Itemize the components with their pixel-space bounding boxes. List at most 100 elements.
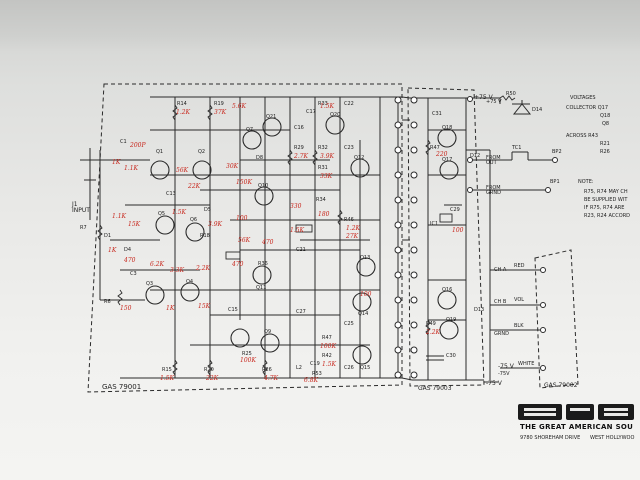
label-r36: R36	[258, 261, 268, 267]
annotation: 56K	[176, 167, 189, 174]
wire-red-label: RED	[514, 263, 525, 269]
annotation: 5.6K	[232, 103, 247, 110]
label-q9: Q9	[264, 329, 272, 335]
annotation: 4.7K	[264, 375, 279, 382]
label-q10: Q10	[258, 183, 269, 189]
bp2-label: BP2	[552, 149, 562, 155]
label-r47: R47	[322, 335, 332, 341]
note-line-2: BE SUPPLIED WIT	[584, 197, 628, 203]
label-q21: Q21	[266, 114, 277, 120]
transistor-q6	[185, 222, 205, 242]
label-r42: R42	[322, 353, 332, 359]
rail-label-reg-minus: -75 V	[498, 363, 514, 370]
ch-a-label: CH A	[494, 267, 507, 273]
label-q17: Q17	[442, 157, 453, 163]
annotation: 330	[290, 203, 302, 210]
annotation: 100K	[320, 343, 336, 350]
label-c3: C3	[130, 271, 137, 277]
label-q2: Q2	[198, 149, 206, 155]
grnd-label: GRND	[494, 331, 509, 337]
annotation: 33K	[320, 173, 333, 180]
annotation: 1K	[112, 159, 121, 166]
label-c31: C31	[432, 111, 442, 117]
transistor-q21	[262, 117, 282, 137]
annotation: 150K	[236, 179, 252, 186]
transistor-q16	[437, 290, 457, 310]
label-c26: C26	[344, 365, 354, 371]
annotation: 470	[262, 239, 274, 246]
paper-background-edge	[0, 0, 640, 52]
annotation: 1K	[166, 305, 175, 312]
annotation: 6.2K	[150, 261, 165, 268]
label-q5: Q5	[158, 211, 166, 217]
label-r14: R14	[177, 101, 187, 107]
wire-vol-label: VOL	[514, 297, 525, 303]
board-label-main: GAS 79001	[102, 383, 142, 391]
label-r18: R18	[200, 233, 210, 239]
annotation: 2.2K	[426, 329, 441, 336]
annotation: 1.5K	[160, 375, 175, 382]
voltages-q8: Q8	[602, 121, 610, 127]
transistor-q14	[352, 292, 372, 312]
label-c1: C1	[120, 139, 127, 145]
transistor-q17	[439, 160, 459, 180]
label-r50: R50	[506, 91, 516, 97]
rail-label-reg-plus: +75 V	[486, 99, 502, 105]
label-r6: R6	[104, 299, 111, 305]
transistor-q11	[252, 265, 272, 285]
label-d12: D12	[470, 153, 481, 159]
transistor-q8	[230, 328, 250, 348]
transistor-q9	[260, 333, 280, 353]
annotation: 1.5K	[322, 361, 337, 368]
label-r15: R15	[162, 367, 172, 373]
label-c23: C23	[344, 145, 354, 151]
annotation: 1.5K	[290, 227, 305, 234]
annotation: 1.1K	[124, 165, 139, 172]
annotation: 100	[360, 291, 372, 298]
annotation: 6.8K	[304, 377, 319, 384]
annotation: 470	[124, 257, 136, 264]
brand-city: WEST HOLLYWOO	[590, 435, 635, 441]
transistor-q15	[352, 345, 372, 365]
label-r49: R49	[426, 321, 436, 327]
note-line-3: IF R75, R74 ARE	[584, 205, 625, 211]
label-q12: Q12	[354, 155, 365, 161]
note-title: NOTE:	[578, 179, 594, 185]
annotation: 3.9K	[208, 221, 223, 228]
from-gnd-label: FROM GRND	[486, 185, 501, 196]
transistor-q10	[254, 186, 274, 206]
label-r20: R20	[204, 367, 214, 373]
label-c16: C16	[294, 125, 304, 131]
annotation: 1.2K	[176, 109, 191, 116]
label-q20: Q20	[330, 112, 341, 118]
label-r33: R33	[318, 101, 328, 107]
tc1-label: TC1	[512, 145, 522, 151]
label-c22: C22	[344, 101, 354, 107]
annotation: 56K	[238, 237, 251, 244]
label-q3: Q3	[146, 281, 154, 287]
transistor-q20	[325, 115, 345, 135]
from-out-label: FROM OUT	[486, 155, 501, 166]
label-c15: C15	[228, 307, 238, 313]
label-q6: Q6	[190, 217, 198, 223]
transistor-q19	[439, 320, 459, 340]
transistor-q7	[242, 130, 262, 150]
annotation: 3.3K	[170, 267, 185, 274]
transistor-q3	[145, 285, 165, 305]
annotation: 100	[236, 215, 248, 222]
rail-label-plus: +75 V	[474, 94, 493, 101]
label-c29: C29	[450, 207, 460, 213]
label-c13: C13	[166, 191, 176, 197]
label-r47b: R47	[430, 145, 440, 151]
annotation: 2.7K	[294, 153, 309, 160]
annotation: 220	[436, 151, 448, 158]
label-q1: Q1	[156, 149, 164, 155]
annotation: 150	[120, 305, 132, 312]
label-c25: C25	[344, 321, 354, 327]
transistor-q5	[155, 215, 175, 235]
voltages-q18: Q18	[600, 113, 611, 119]
annotation: 1.5K	[320, 103, 335, 110]
voltages-title: VOLTAGES	[570, 95, 596, 101]
label-r34: R34	[316, 197, 326, 203]
